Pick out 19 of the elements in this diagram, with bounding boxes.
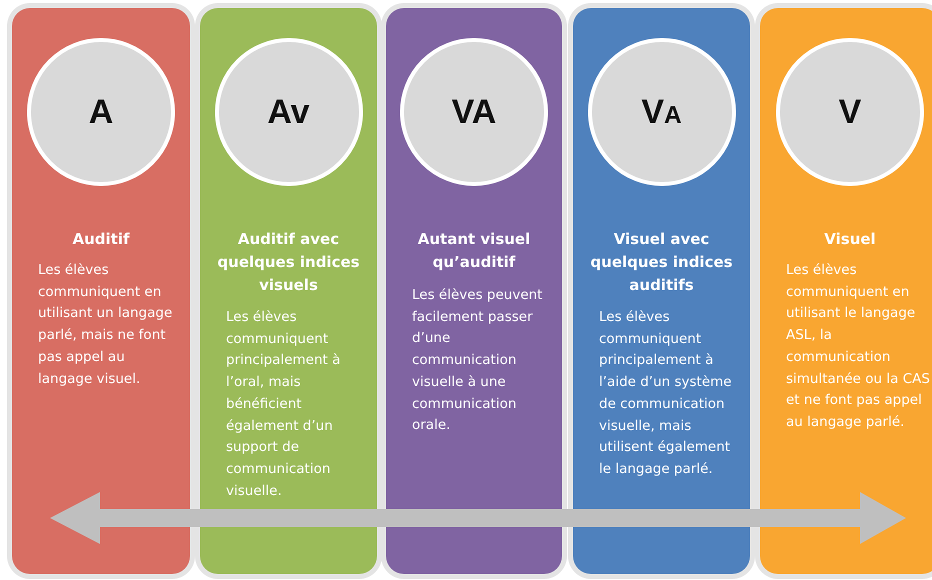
category-column <box>386 8 562 574</box>
level-code: Av <box>267 92 310 132</box>
category-column <box>573 8 750 574</box>
column-heading: Auditif avec quelques indices visuels <box>216 229 361 296</box>
category-column <box>12 8 190 574</box>
column-heading: Autant visuel qu’auditif <box>416 229 532 273</box>
description-text: Les élèves communiquent principalement à l’oral, mais bénéficient également d’un support de communication visuelle. <box>226 308 342 501</box>
category-column <box>760 8 932 574</box>
column-heading: Auditif <box>71 229 131 250</box>
level-code: VA <box>452 92 496 132</box>
description-text: Les élèves communiquent en utilisant le langage ASL, la communication simultanée ou la CAS et ne font pas appel au langage parlé. <box>786 261 930 432</box>
description-text: Les élèves peuvent facilement passer d’une communication visuelle à une communication orale. <box>412 286 544 436</box>
level-code: A <box>88 92 114 132</box>
level-code: V <box>838 92 862 132</box>
description-text: Les élèves communiquent en utilisant un langage parlé, mais ne font pas appel au langage visuel. <box>38 261 174 389</box>
column-heading: Visuel <box>823 229 877 250</box>
description-text: Les élèves communiquent principalement à l’aide d’un système de communication visuelle, mais utilisent également le langage parlé. <box>599 308 733 479</box>
category-column <box>200 8 377 574</box>
column-heading: Visuel avec quelques indices auditifs <box>589 229 734 296</box>
